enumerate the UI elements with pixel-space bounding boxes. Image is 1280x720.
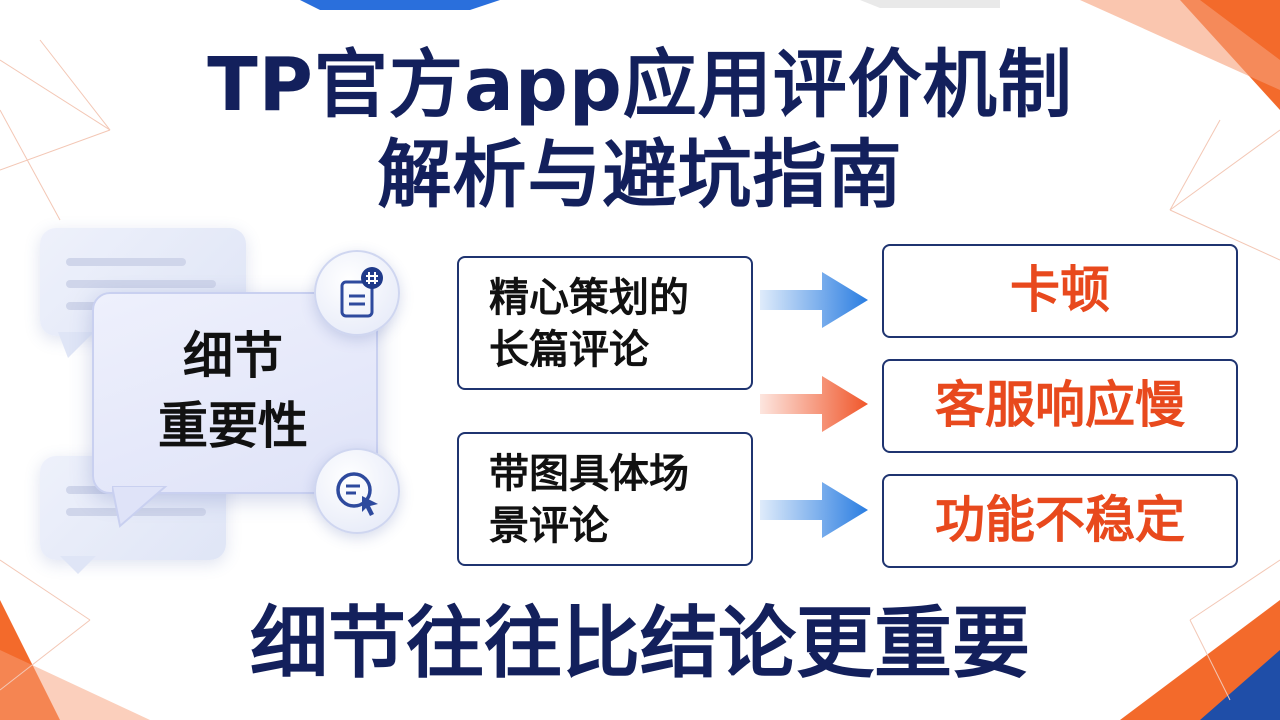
search-cursor-icon [314, 448, 400, 534]
review-type-line1: 精心策划的 [489, 275, 689, 321]
page-title-line2: 解析与避坑指南 [377, 132, 903, 218]
arrow-right-icon [760, 376, 868, 432]
bubble-tail [58, 332, 94, 358]
bubble-tail [60, 556, 96, 574]
detail-importance-label-line2: 重要性 [158, 397, 308, 455]
issue-box-unstable: 功能不稳定 [882, 474, 1238, 568]
issue-box-lag: 卡顿 [882, 244, 1238, 338]
review-type-box-long: 精心策划的 长篇评论 [457, 256, 753, 390]
review-type-line2: 景评论 [489, 503, 609, 549]
top-blue-accent [300, 0, 500, 10]
bottom-left-orange-soft [0, 650, 150, 720]
arrow-right-icon [760, 272, 868, 328]
page-title-line1: TP官方app应用评价机制 [207, 42, 1073, 128]
main-bubble-tail [112, 486, 168, 528]
issue-box-slow-support: 客服响应慢 [882, 359, 1238, 453]
review-type-line2: 长篇评论 [489, 327, 649, 373]
top-gray-accent [860, 0, 1000, 8]
detail-importance-label-line1: 细节 [183, 327, 283, 385]
top-right-orange-soft [1080, 0, 1280, 90]
footer-slogan: 细节往往比结论更重要 [249, 599, 1030, 689]
geometric-lines [0, 39, 1280, 701]
review-type-line1: 带图具体场 [489, 451, 689, 497]
arrow-right-icon [760, 482, 868, 538]
document-chat-icon [314, 250, 400, 336]
review-type-box-image: 带图具体场 景评论 [457, 432, 753, 566]
text-lines-decoration [66, 258, 216, 310]
bottom-right-orange-corner [1120, 600, 1280, 720]
